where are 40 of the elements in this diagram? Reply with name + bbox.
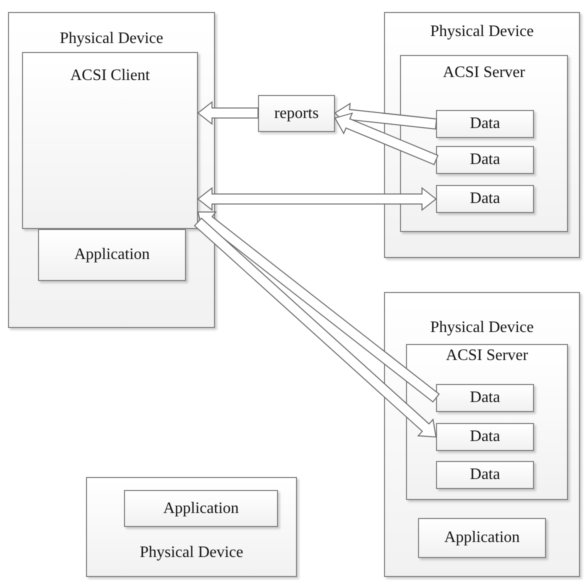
- device-box: [8, 12, 215, 328]
- reports-box: [258, 95, 335, 132]
- box-label: Physical Device: [60, 30, 164, 47]
- block-arrow: [334, 102, 438, 130]
- box-label: Data: [470, 389, 500, 406]
- box-label: Physical Device: [430, 319, 534, 336]
- box-label: Data: [470, 466, 500, 484]
- block-arrow: [197, 100, 258, 126]
- box-label: reports: [274, 104, 319, 122]
- box-label: ACSI Server: [442, 64, 526, 81]
- block-arrow: [194, 218, 437, 438]
- data-box: [436, 384, 534, 412]
- box-label: ACSI Server: [446, 347, 528, 364]
- application-box: [124, 490, 278, 527]
- server-box: [406, 344, 568, 500]
- block-arrow: [197, 212, 440, 403]
- application-box: [418, 518, 546, 558]
- server-box: [400, 55, 568, 232]
- box-label: Application: [74, 246, 150, 264]
- device-box: [384, 12, 580, 258]
- data-box: [436, 110, 534, 138]
- box-label: ACSI Client: [70, 67, 150, 84]
- box-label: Data: [470, 151, 500, 168]
- block-arrow: [334, 112, 439, 166]
- data-box: [436, 461, 534, 489]
- box-label: Data: [470, 115, 500, 132]
- box-label: Physical Device: [140, 544, 244, 562]
- box-label: Data: [470, 190, 500, 208]
- box-label: Physical Device: [430, 23, 534, 40]
- data-box: [436, 423, 534, 451]
- box-label: Data: [470, 428, 500, 446]
- device-box: [86, 477, 297, 577]
- application-box: [38, 229, 186, 281]
- device-box: [384, 292, 580, 577]
- data-box: [436, 185, 534, 213]
- box-label: Application: [444, 529, 520, 546]
- data-box: [436, 146, 534, 174]
- box-label: Application: [163, 500, 239, 517]
- client-box: [22, 52, 198, 229]
- block-arrow: [197, 186, 437, 212]
